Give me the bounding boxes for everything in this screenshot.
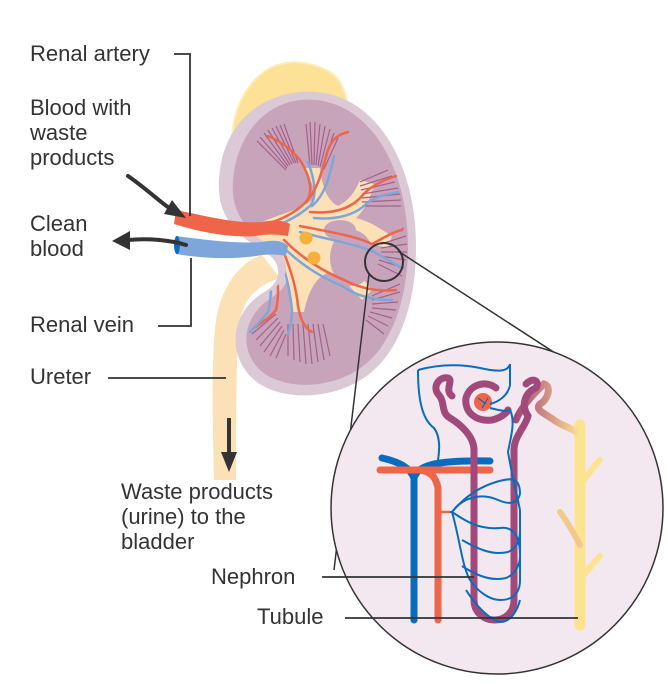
kidney-interior: [244, 121, 408, 365]
pelvis-spot: [307, 251, 321, 265]
magnify-leader-upper: [397, 250, 573, 365]
magnified-nephron-view: [330, 341, 664, 675]
bowmans-capsule: [462, 380, 512, 424]
nephron-detail: [376, 363, 603, 631]
label-renal-artery: Renal artery: [30, 41, 150, 66]
label-renal-vein: Renal vein: [30, 312, 134, 337]
nephron-tubule: [470, 376, 541, 624]
label-waste-to-bladder: Waste products (urine) to the bladder: [121, 479, 274, 554]
blood-in-arrow: [126, 174, 186, 218]
leader-lines: [108, 53, 578, 619]
leader-renal-artery: [174, 53, 191, 216]
label-tubule: Tubule: [257, 604, 324, 629]
renal-vein: [176, 236, 288, 259]
renal-artery: [174, 210, 290, 237]
label-blood-with-waste: Blood with waste products: [30, 95, 132, 170]
label-nephron: Nephron: [211, 564, 296, 589]
label-clean-blood: Clean blood: [30, 211, 88, 261]
urine-arrow: [221, 418, 237, 472]
label-ureter: Ureter: [30, 364, 92, 389]
leader-renal-vein: [158, 258, 192, 327]
magnify-target-circle: [364, 242, 404, 282]
pelvis-spot: [299, 231, 313, 245]
clean-blood-arrow: [112, 231, 188, 250]
peritubular-capillaries: [417, 363, 521, 624]
renal-vessel-branches: [248, 130, 404, 336]
